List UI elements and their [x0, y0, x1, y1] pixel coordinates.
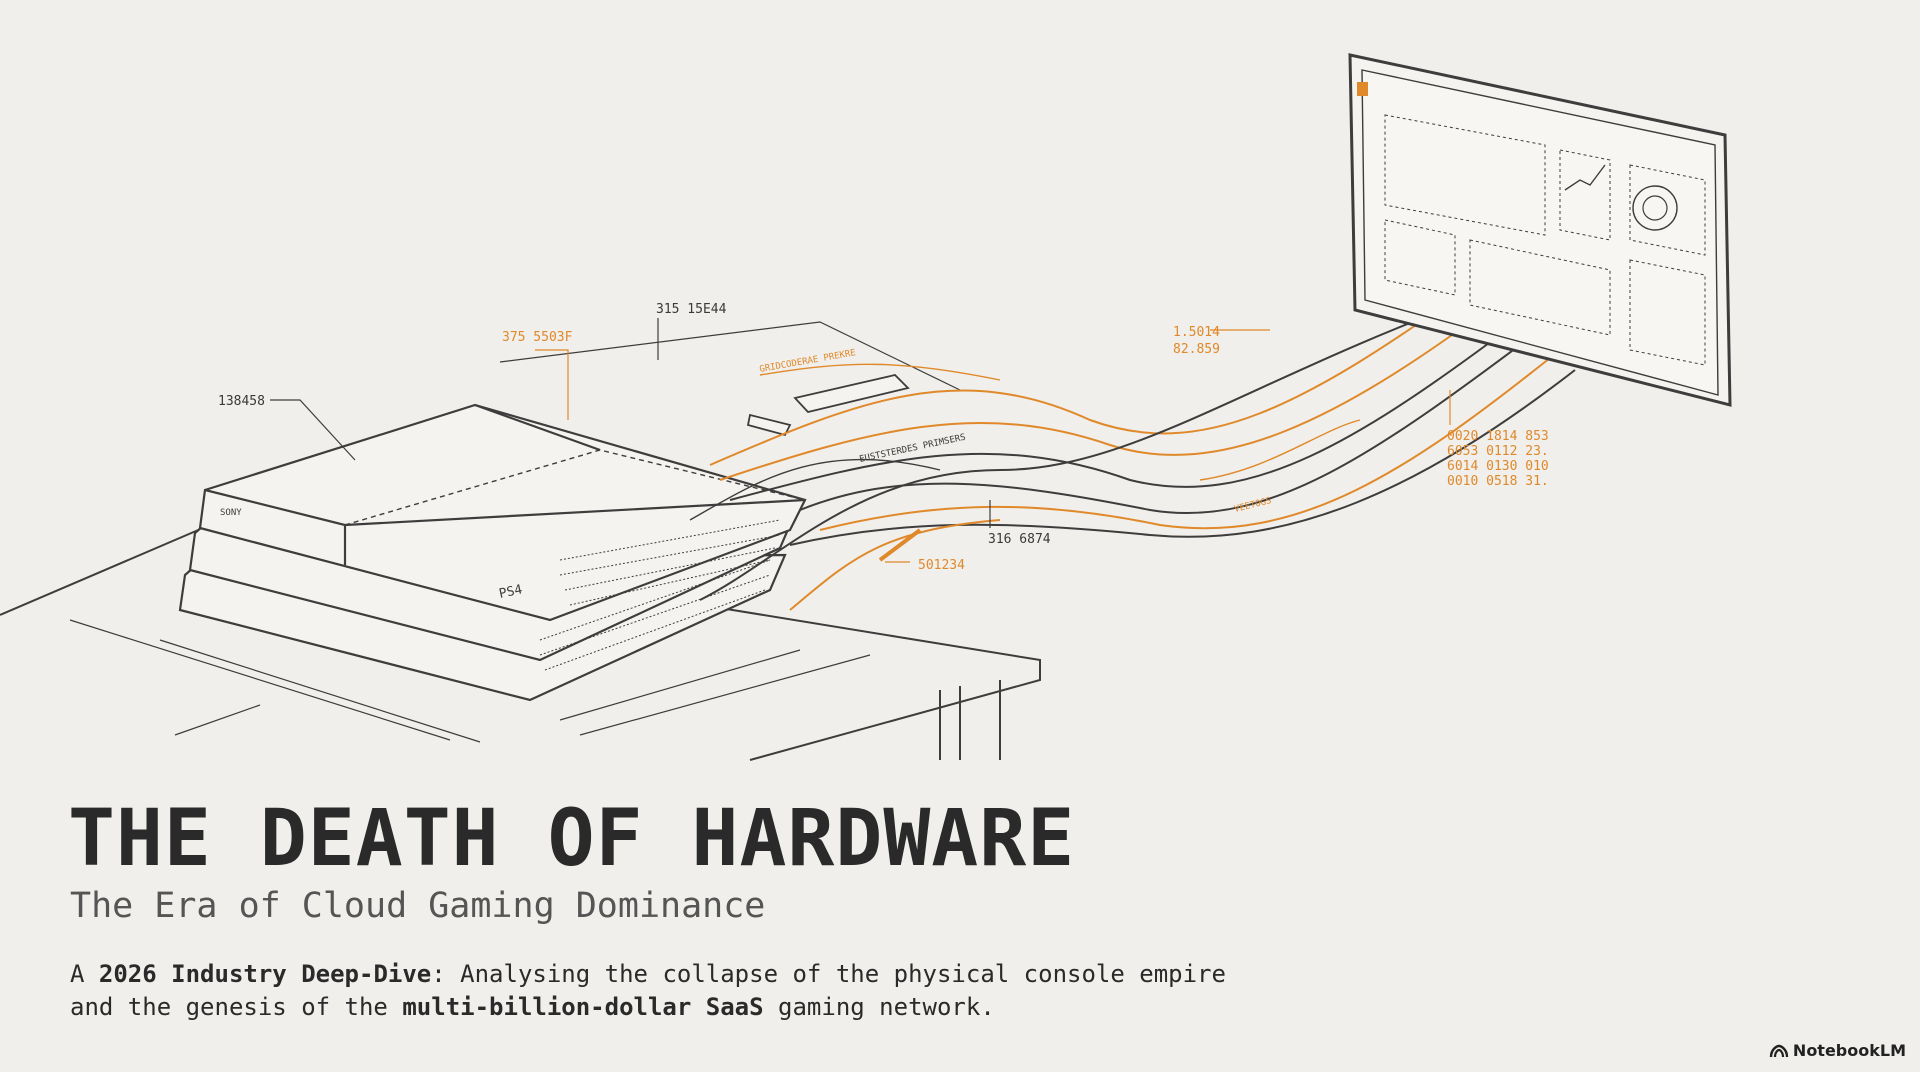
slide-title: THE DEATH OF HARDWARE [68, 794, 1076, 884]
annotation-1-5014: 1.5014 [1173, 325, 1220, 340]
data-readout-line: 0010 0518 31. [1447, 474, 1549, 489]
data-readout-line: 0020 1814 853 [1447, 429, 1549, 444]
data-readout-line: 6053 0112 23. [1447, 444, 1549, 459]
flow-label: GRIDCODERAE PREKRE [759, 348, 857, 375]
floating-components [499, 321, 961, 437]
desk [0, 523, 1041, 761]
description-text: gaming network. [763, 993, 995, 1021]
data-cables [689, 279, 1576, 611]
description-emphasis: 2026 Industry Deep-Dive [98, 960, 432, 988]
console-to-cloud-illustration: SONY PS4 [0, 53, 1732, 761]
data-readout-block: 0020 1814 853 6053 0112 23. 6014 0130 01… [1447, 429, 1549, 489]
annotation-82-859: 82.859 [1173, 342, 1220, 357]
description-text: A [70, 960, 99, 988]
game-console: SONY PS4 [178, 403, 807, 702]
annotation-375: 375 5503F [502, 330, 573, 345]
flow-label: EUSTSTERDES PRIMSERS [859, 433, 967, 465]
annotation-leaders [270, 318, 1451, 563]
annotation-501234: 501234 [918, 558, 965, 573]
brand-name: NotebookLM [1792, 1041, 1906, 1060]
description-emphasis: multi-billion-dollar SaaS [402, 993, 764, 1021]
slide-description: A 2026 Industry Deep-Dive: Analysing the… [70, 958, 1230, 1024]
description-text: : Analysing the collapse of the physical… [70, 960, 1226, 1021]
slide-subtitle: The Era of Cloud Gaming Dominance [70, 886, 766, 926]
console-brand-label: SONY [220, 508, 242, 518]
annotation-138458: 138458 [218, 394, 265, 409]
annotation-315: 315 15E44 [656, 302, 727, 317]
console-model-label: PS4 [498, 582, 524, 602]
data-readout-line: 6014 0130 010 [1447, 459, 1549, 474]
flow-label: VEETOGS [1233, 496, 1272, 515]
notebooklm-logo-icon [1769, 1044, 1789, 1057]
annotation-316: 316 6874 [988, 532, 1051, 547]
brand-badge: NotebookLM [1769, 1041, 1906, 1060]
cloud-dashboard-screen [1348, 53, 1732, 407]
